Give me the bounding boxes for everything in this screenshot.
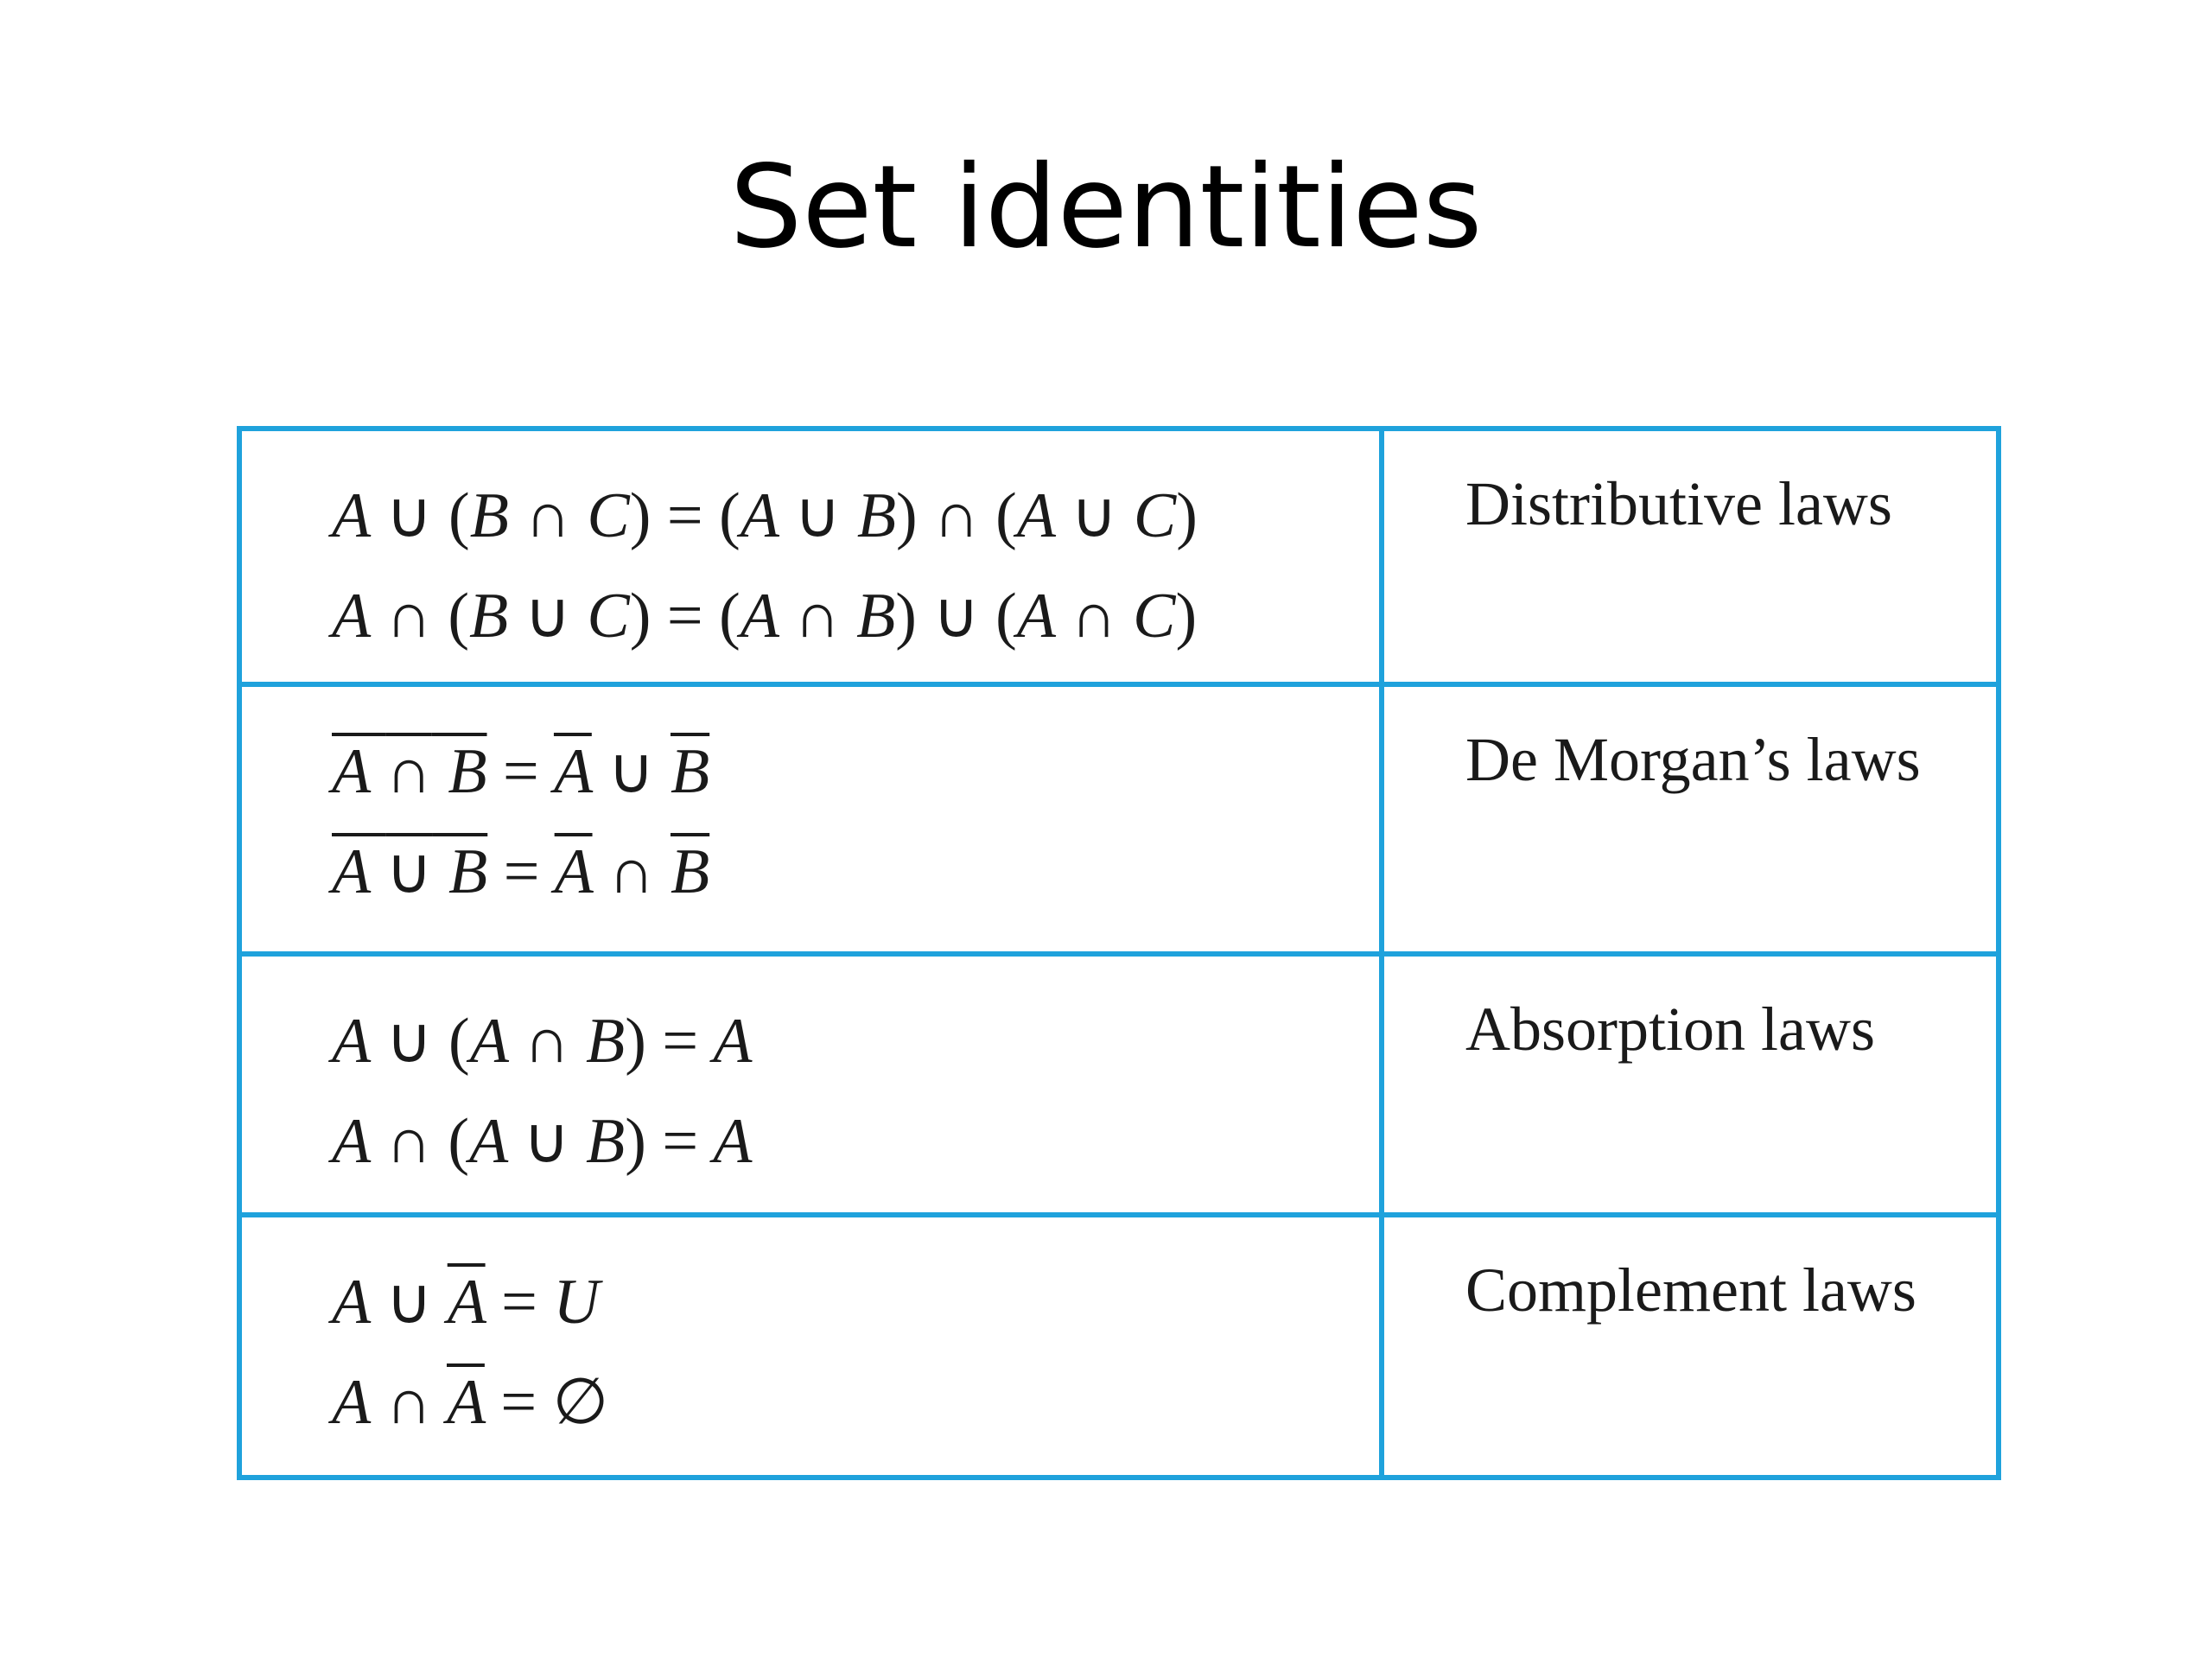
formula-cell: A ∪ (A ∩ B) = A A ∩ (A ∪ B) = A xyxy=(237,951,1384,1217)
law-name-complement: Complement laws xyxy=(1465,1255,1916,1325)
formula-distributive-2: A ∩ (B ∪ C) = (A ∩ B) ∪ (A ∩ C) xyxy=(332,581,1198,652)
law-name-cell: Distributive laws xyxy=(1379,426,2001,687)
table-row: A ∪ (B ∩ C) = (A ∪ B) ∩ (A ∪ C) A ∩ (B ∪… xyxy=(237,426,2001,687)
law-name-cell: Absorption laws xyxy=(1379,951,2001,1217)
law-name-absorption: Absorption laws xyxy=(1465,995,1875,1064)
law-name-cell: Complement laws xyxy=(1379,1212,2001,1480)
formula-demorgan-2: A ∪ B = A ∩ B xyxy=(332,836,710,907)
formula-cell: A ∪ A = U A ∩ A = ∅ xyxy=(237,1212,1384,1480)
law-name-distributive: Distributive laws xyxy=(1465,469,1892,538)
table-row: A ∪ A = U A ∩ A = ∅ Complement laws xyxy=(237,1212,2001,1480)
formula-complement-2: A ∩ A = ∅ xyxy=(332,1367,609,1438)
law-name-demorgan: De Morgan’s laws xyxy=(1465,725,1921,794)
formula-absorption-1: A ∪ (A ∩ B) = A xyxy=(332,1006,753,1077)
slide-title: Set identities xyxy=(729,141,1483,274)
formula-absorption-2: A ∩ (A ∪ B) = A xyxy=(332,1106,753,1177)
formula-distributive-1: A ∪ (B ∩ C) = (A ∪ B) ∩ (A ∪ C) xyxy=(332,480,1198,551)
formula-complement-1: A ∪ A = U xyxy=(332,1267,600,1338)
formula-cell: A ∪ (B ∩ C) = (A ∪ B) ∩ (A ∪ C) A ∩ (B ∪… xyxy=(237,426,1384,687)
table-row: A ∪ (A ∩ B) = A A ∩ (A ∪ B) = A Absorpti… xyxy=(237,951,2001,1217)
table-row: A ∩ B = A ∪ B A ∪ B = A ∩ B De Morgan’s … xyxy=(237,682,2001,957)
formula-cell: A ∩ B = A ∪ B A ∪ B = A ∩ B xyxy=(237,682,1384,957)
set-identities-table: A ∪ (B ∩ C) = (A ∪ B) ∩ (A ∪ C) A ∩ (B ∪… xyxy=(237,426,2001,1480)
formula-demorgan-1: A ∩ B = A ∪ B xyxy=(332,736,710,807)
law-name-cell: De Morgan’s laws xyxy=(1379,682,2001,957)
